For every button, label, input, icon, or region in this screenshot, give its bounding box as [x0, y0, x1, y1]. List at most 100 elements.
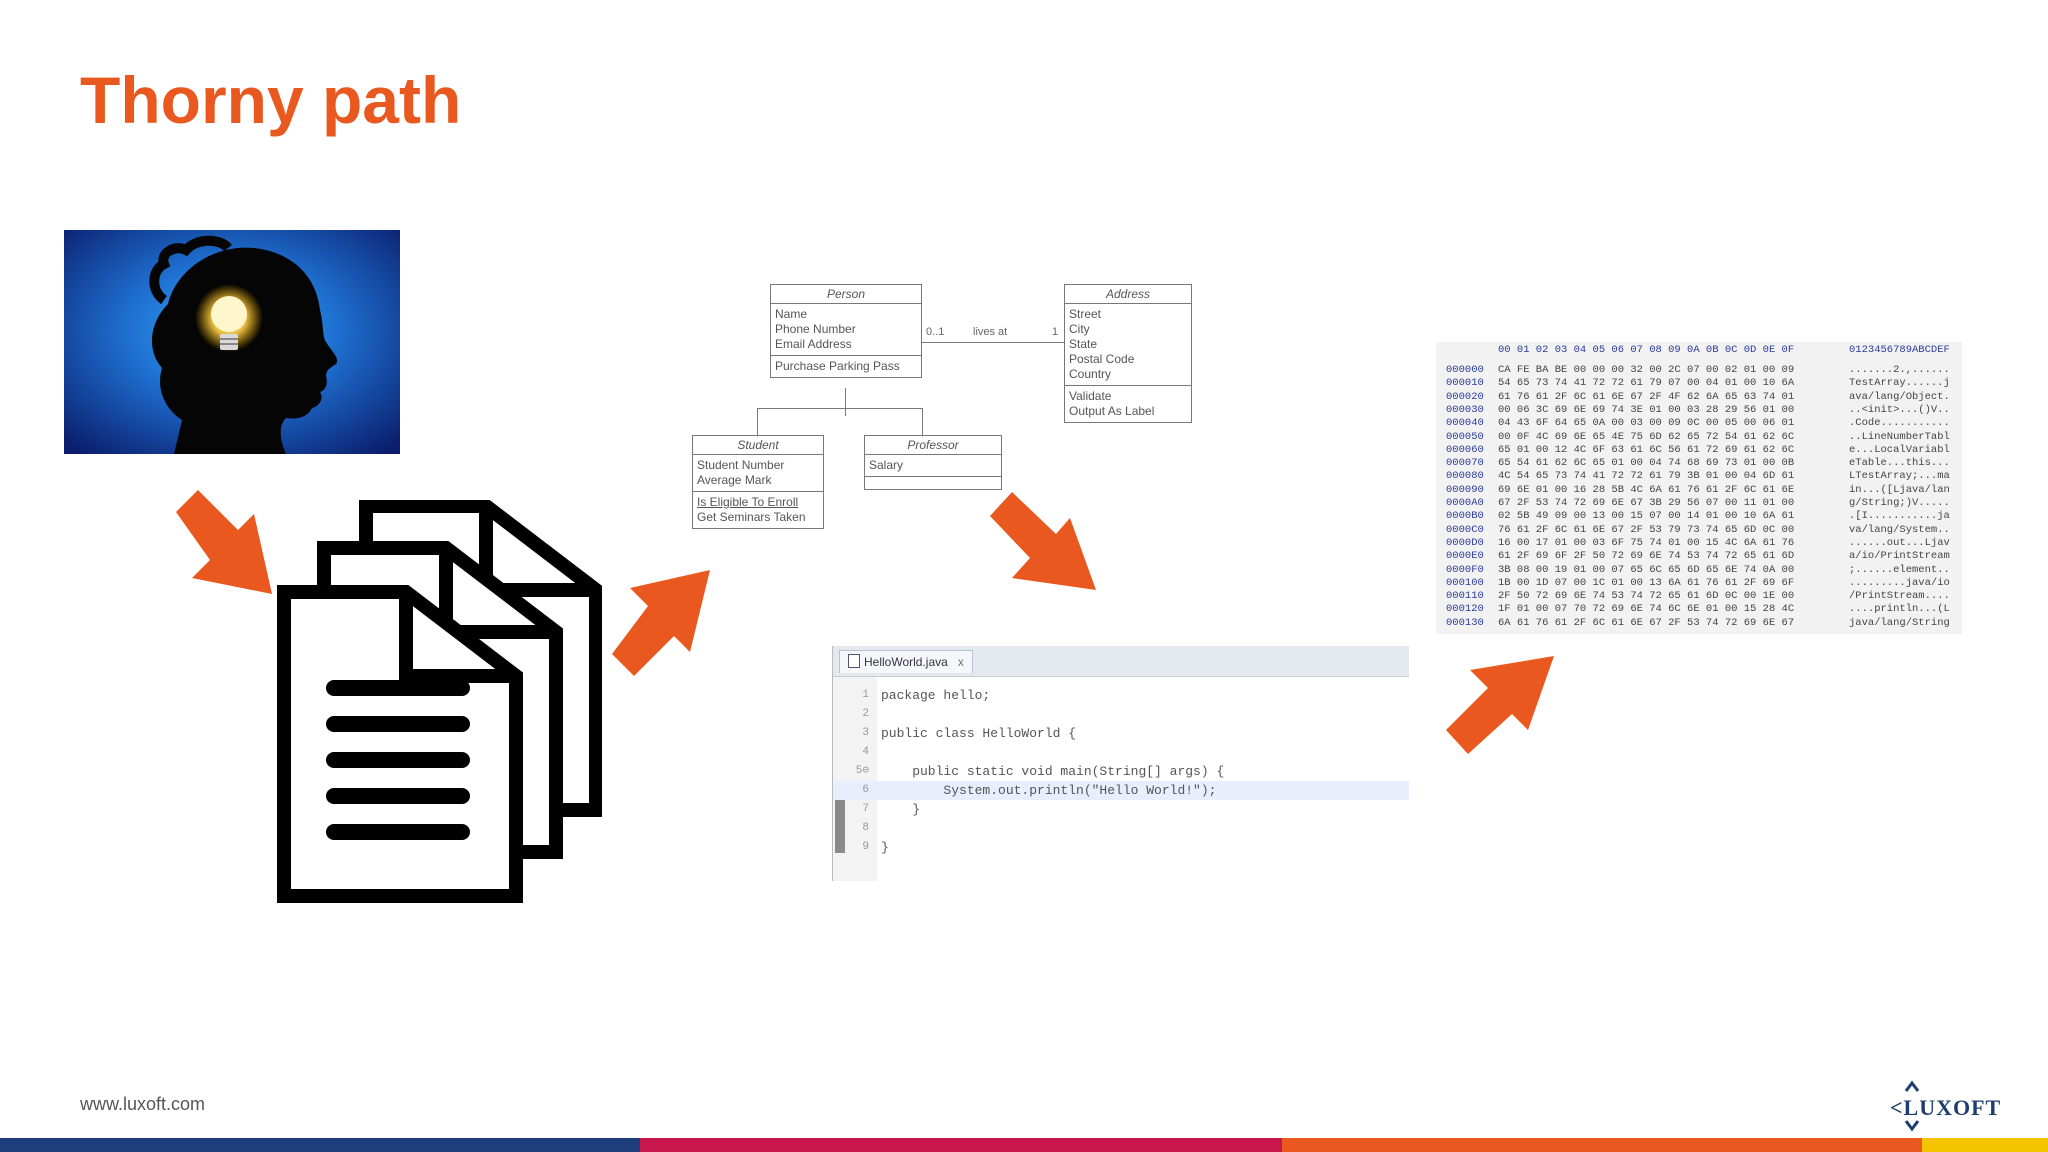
- hex-bytes: 1F 01 00 07 70 72 69 6E 74 6C 6E 01 00 1…: [1498, 603, 1795, 616]
- hex-bytes: 76 61 2F 6C 61 6E 67 2F 53 79 73 74 65 6…: [1498, 523, 1795, 536]
- hex-bytes: 67 2F 53 74 72 69 6E 67 3B 29 56 07 00 1…: [1498, 497, 1795, 509]
- hex-bytes: 02 5B 49 09 00 13 00 15 07 00 14 01 00 1…: [1498, 510, 1795, 523]
- hex-bytes: 61 76 61 2F 6C 61 6E 67 2F 4F 62 6A 65 6…: [1498, 390, 1795, 403]
- hex-bytes: 3B 08 00 19 01 00 07 65 6C 65 6D 65 6E 7…: [1498, 563, 1795, 576]
- code-line: 2: [833, 705, 1409, 724]
- hex-ascii: eTable...this...: [1849, 457, 1950, 470]
- hex-offset: 000100: [1446, 576, 1484, 589]
- hex-offset: 000030: [1446, 403, 1484, 416]
- uml-method: Is Eligible To Enroll: [697, 495, 799, 509]
- hex-ascii: .......2.,......: [1849, 364, 1950, 376]
- uml-inheritance-line: [922, 408, 923, 435]
- uml-class-name: Person: [771, 285, 921, 304]
- line-number: 6: [862, 784, 869, 796]
- uml-attributes: Salary: [865, 455, 1001, 477]
- editor-tab-label: HelloWorld.java: [864, 655, 948, 669]
- hex-bytes: 2F 50 72 69 6E 74 53 74 72 65 61 6D 0C 0…: [1498, 590, 1795, 603]
- hex-ascii: va/lang/System..: [1849, 523, 1950, 536]
- hex-offset: 000130: [1446, 616, 1484, 629]
- uml-attribute: Country: [1069, 367, 1112, 381]
- hex-bytes: CA FE BA BE 00 00 00 32 00 2C 07 00 02 0…: [1498, 364, 1795, 376]
- hex-bytes: 04 43 6F 64 65 0A 00 03 00 09 0C 00 05 0…: [1498, 417, 1795, 430]
- uml-attribute: Name: [775, 307, 808, 321]
- close-icon[interactable]: x: [957, 655, 964, 669]
- uml-inheritance-line: [845, 388, 846, 416]
- hex-ascii: ..LineNumberTabl: [1849, 430, 1950, 443]
- hex-offset: 0000C0: [1446, 523, 1484, 536]
- java-file-icon: [848, 654, 860, 668]
- uml-attribute: City: [1069, 322, 1090, 336]
- hex-bytes: 65 01 00 12 4C 6F 63 61 6C 56 61 72 69 6…: [1498, 443, 1795, 456]
- uml-methods: Purchase Parking Pass: [771, 356, 921, 377]
- hex-offset: 000080: [1446, 470, 1484, 483]
- uml-methods: [865, 477, 1001, 489]
- code-line-current: 6 System.out.println("Hello World!");: [833, 781, 1409, 800]
- hex-ascii: .Code...........: [1849, 417, 1950, 430]
- hex-offset: 000020: [1446, 390, 1484, 403]
- uml-class-name: Student: [693, 436, 823, 455]
- uml-method: Output As Label: [1069, 404, 1155, 418]
- hex-ascii: a/io/PrintStream: [1849, 550, 1950, 563]
- uml-attributes: Name Phone Number Email Address: [771, 304, 921, 356]
- uml-association-line: [921, 342, 1064, 343]
- bar-segment-blue: [0, 1138, 640, 1152]
- hex-offset: 0000E0: [1446, 550, 1484, 563]
- code-text[interactable]: System.out.println("Hello World!");: [881, 783, 1217, 798]
- scroll-marker[interactable]: [835, 797, 845, 853]
- editor-tab-helloworld[interactable]: HelloWorld.java x: [839, 650, 973, 673]
- line-number: 2: [862, 708, 869, 720]
- luxoft-logo: <LUXOFT: [1890, 1075, 2000, 1135]
- arrow-icon: [990, 492, 1096, 590]
- hex-offset: 000120: [1446, 603, 1484, 616]
- hex-bytes: 00 01 02 03 04 05 06 07 08 09 0A 0B 0C 0…: [1498, 344, 1795, 356]
- line-number: 8: [862, 822, 869, 834]
- hex-offset: 000010: [1446, 377, 1484, 390]
- bottom-color-bar: [0, 1138, 2048, 1152]
- code-line: 7 }: [833, 800, 1409, 819]
- hex-offset: 000060: [1446, 443, 1484, 456]
- uml-class-address: Address Street City State Postal Code Co…: [1064, 284, 1192, 423]
- uml-method: Validate: [1069, 389, 1112, 403]
- code-line: 8: [833, 819, 1409, 838]
- hex-bytes: 54 65 73 74 41 72 72 61 79 07 00 04 01 0…: [1498, 377, 1795, 390]
- uml-attribute: Average Mark: [697, 473, 772, 487]
- hex-bytes: 16 00 17 01 00 03 6F 75 74 01 00 15 4C 6…: [1498, 536, 1795, 549]
- arrow-icon: [176, 490, 272, 594]
- uml-association-label: lives at: [973, 326, 1008, 338]
- code-text[interactable]: }: [881, 802, 921, 817]
- uml-attributes: Street City State Postal Code Country: [1065, 304, 1191, 386]
- code-line: 9}: [833, 838, 1409, 857]
- hex-bytes: 6A 61 76 61 2F 6C 61 6E 67 2F 53 74 72 6…: [1498, 616, 1795, 629]
- code-text[interactable]: public class HelloWorld {: [881, 726, 1077, 741]
- hex-bytes: 69 6E 01 00 16 28 5B 4C 6A 61 76 61 2F 6…: [1498, 483, 1795, 496]
- code-line: 5⊖ public static void main(String[] args…: [833, 762, 1409, 781]
- uml-inheritance-line: [757, 408, 922, 409]
- uml-attribute: Postal Code: [1069, 352, 1135, 366]
- editor-gutter: [833, 677, 877, 881]
- hex-bytes: 65 54 61 62 6C 65 01 00 04 74 68 69 73 0…: [1498, 457, 1795, 470]
- hex-offset: 0000A0: [1446, 497, 1484, 509]
- uml-attribute: Street: [1069, 307, 1102, 321]
- hex-ascii: TestArray......j: [1849, 377, 1950, 390]
- head-lightbulb-icon: [64, 230, 400, 454]
- hex-ascii: ....println...(L: [1849, 603, 1950, 616]
- hex-ascii: .[I...........ja: [1849, 510, 1950, 523]
- code-text[interactable]: }: [881, 840, 889, 855]
- hex-dump: 00 01 02 03 04 05 06 07 08 09 0A 0B 0C 0…: [1436, 342, 1962, 634]
- uml-methods: Is Eligible To Enroll Get Seminars Taken: [693, 492, 823, 528]
- code-text[interactable]: package hello;: [881, 688, 991, 703]
- hex-offset: 000000: [1446, 364, 1484, 376]
- uml-methods: Validate Output As Label: [1065, 386, 1191, 422]
- line-number: 9: [862, 841, 869, 853]
- code-line: 4: [833, 743, 1409, 762]
- hex-bytes: 61 2F 69 6F 2F 50 72 69 6E 74 53 74 72 6…: [1498, 550, 1795, 563]
- hex-ascii: in...([Ljava/lan: [1849, 483, 1950, 496]
- head-lightbulb-image: [64, 230, 400, 454]
- hex-offset: 0000B0: [1446, 510, 1484, 523]
- bar-segment-yellow: [1922, 1138, 2048, 1152]
- arrow-icon: [1446, 656, 1554, 754]
- hex-bytes: 00 0F 4C 69 6E 65 4E 75 6D 62 65 72 54 6…: [1498, 430, 1795, 443]
- code-text[interactable]: public static void main(String[] args) {: [881, 764, 1225, 779]
